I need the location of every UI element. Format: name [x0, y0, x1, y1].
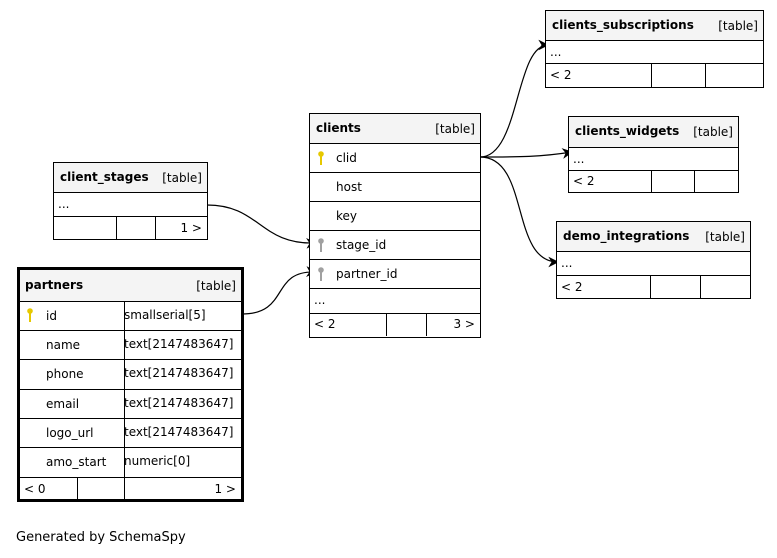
- ellipsis: ...: [550, 45, 562, 59]
- column-name: host: [336, 180, 362, 194]
- table-name[interactable]: partners: [25, 278, 84, 292]
- table-row: ...: [557, 252, 750, 276]
- table-footer: < 2: [557, 276, 750, 298]
- child-count[interactable]: 3 >: [453, 317, 475, 331]
- column-row[interactable]: host: [310, 173, 480, 202]
- table-demo-integrations[interactable]: demo_integrations [table] ... < 2: [556, 221, 751, 299]
- column-type: numeric[0]: [124, 454, 191, 468]
- edge-clients-widgets: [479, 148, 574, 159]
- table-kind: [table]: [705, 230, 745, 244]
- table-header: partners [table]: [20, 270, 241, 302]
- table-footer: < 2: [546, 64, 763, 87]
- child-count[interactable]: 1 >: [180, 221, 202, 235]
- table-clients-widgets[interactable]: clients_widgets [table] ... < 2: [568, 116, 739, 193]
- table-kind: [table]: [693, 125, 733, 139]
- table-row: ...: [310, 289, 480, 314]
- table-name[interactable]: clients: [316, 121, 361, 135]
- table-name[interactable]: clients_widgets: [575, 124, 680, 138]
- edge-partners-clients: [241, 266, 318, 315]
- foreign-key-icon: [318, 267, 324, 281]
- parent-count[interactable]: < 2: [550, 68, 572, 82]
- table-row: ...: [546, 41, 763, 64]
- parent-count[interactable]: < 2: [561, 280, 583, 294]
- column-name: amo_start: [46, 455, 107, 469]
- column-row[interactable]: stage_id: [310, 231, 480, 260]
- table-footer: < 2 3 >: [310, 314, 480, 336]
- primary-key-icon: [318, 151, 324, 165]
- parent-count[interactable]: < 2: [573, 174, 595, 188]
- table-footer: 1 >: [54, 217, 207, 239]
- column-name: partner_id: [336, 267, 398, 281]
- column-row[interactable]: partner_id: [310, 260, 480, 289]
- column-type: text[2147483647]: [124, 366, 234, 380]
- column-name: name: [46, 338, 81, 352]
- table-clients[interactable]: clients [table] clid host key stage_id p…: [309, 113, 481, 338]
- column-type: text[2147483647]: [124, 337, 234, 351]
- table-row: ...: [569, 148, 738, 171]
- column-row[interactable]: id smallserial[5]: [20, 302, 241, 331]
- column-row[interactable]: name text[2147483647]: [20, 331, 241, 360]
- column-row[interactable]: amo_start numeric[0]: [20, 448, 241, 478]
- table-header: clients_widgets [table]: [569, 117, 738, 148]
- table-header: clients_subscriptions [table]: [546, 11, 763, 41]
- table-header: client_stages [table]: [54, 163, 207, 193]
- ellipsis: ...: [58, 197, 70, 211]
- table-footer: < 0 1 >: [20, 478, 241, 500]
- column-row[interactable]: email text[2147483647]: [20, 390, 241, 419]
- table-header: demo_integrations [table]: [557, 222, 750, 252]
- primary-key-icon: [27, 308, 33, 322]
- table-row: ...: [54, 193, 207, 217]
- table-kind: [table]: [435, 122, 475, 136]
- table-kind: [table]: [162, 171, 202, 185]
- table-kind: [table]: [196, 279, 236, 293]
- column-row[interactable]: clid: [310, 144, 480, 173]
- foreign-key-icon: [318, 238, 324, 252]
- ellipsis: ...: [314, 293, 326, 307]
- parent-count[interactable]: < 2: [314, 317, 336, 331]
- column-row[interactable]: key: [310, 202, 480, 231]
- column-type: text[2147483647]: [124, 396, 234, 410]
- table-name[interactable]: demo_integrations: [563, 229, 690, 243]
- column-name: email: [46, 397, 80, 411]
- column-name: clid: [336, 151, 357, 165]
- edge-clients-subscriptions: [479, 39, 550, 158]
- column-name: phone: [46, 367, 84, 381]
- column-name: stage_id: [336, 238, 387, 252]
- table-partners[interactable]: partners [table] id smallserial[5] name …: [17, 267, 244, 502]
- table-name[interactable]: clients_subscriptions: [552, 18, 694, 32]
- column-name: logo_url: [46, 426, 94, 440]
- column-row[interactable]: phone text[2147483647]: [20, 360, 241, 390]
- column-type: text[2147483647]: [124, 425, 234, 439]
- ellipsis: ...: [573, 152, 585, 166]
- child-count[interactable]: 1 >: [214, 482, 236, 496]
- edge-clients-demo: [479, 156, 560, 268]
- column-row[interactable]: logo_url text[2147483647]: [20, 419, 241, 448]
- table-client-stages[interactable]: client_stages [table] ... 1 >: [53, 162, 208, 240]
- table-clients-subscriptions[interactable]: clients_subscriptions [table] ... < 2: [545, 10, 764, 88]
- edge-stages-clients: [206, 204, 318, 249]
- column-name: key: [336, 209, 358, 223]
- table-header: clients [table]: [310, 114, 480, 144]
- table-name[interactable]: client_stages: [60, 170, 149, 184]
- column-name: id: [46, 309, 57, 323]
- generated-by-note: Generated by SchemaSpy: [16, 530, 186, 545]
- column-type: smallserial[5]: [124, 308, 206, 322]
- table-footer: < 2: [569, 171, 738, 193]
- ellipsis: ...: [561, 256, 573, 270]
- parent-count[interactable]: < 0: [24, 482, 46, 496]
- table-kind: [table]: [718, 19, 758, 33]
